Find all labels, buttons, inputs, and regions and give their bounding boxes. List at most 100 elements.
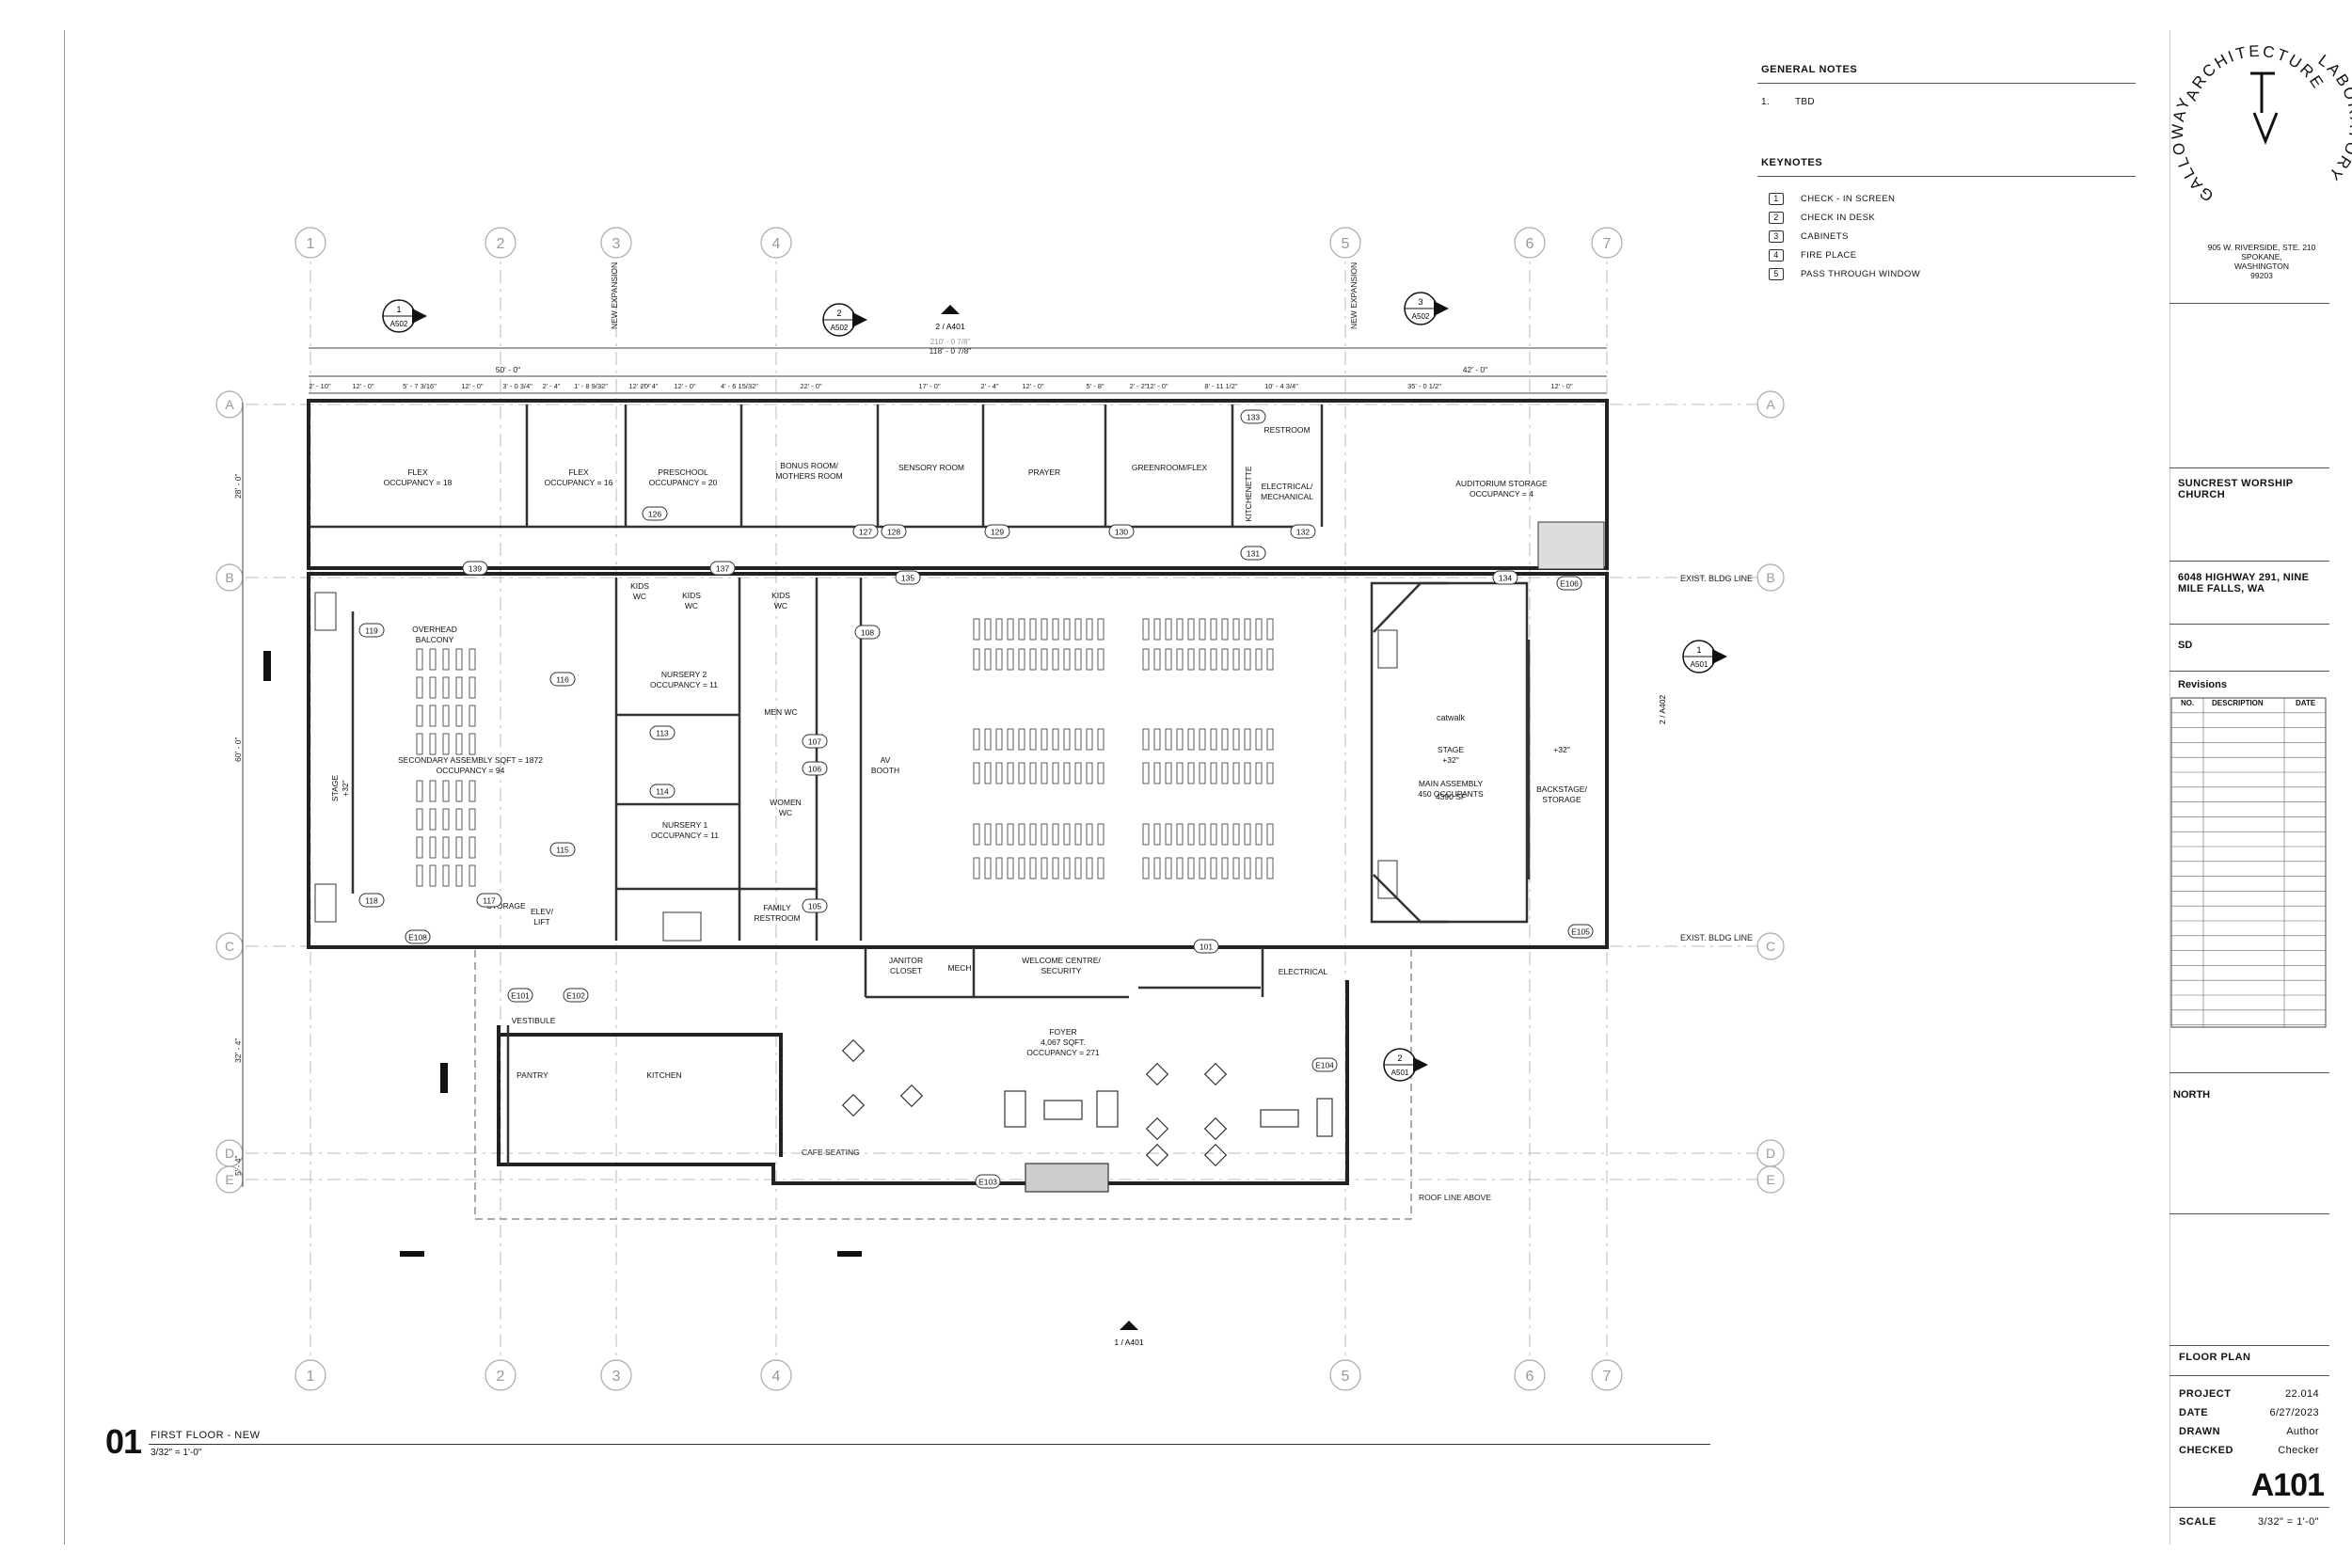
dimension-text: 10' - 4 3/4"	[1264, 382, 1298, 390]
grid-bubble	[1514, 1359, 1546, 1391]
door-tag-outline	[1556, 576, 1582, 591]
seat	[1187, 823, 1195, 846]
drawn-label: DRAWN	[2179, 1426, 2221, 1437]
seat	[1074, 618, 1082, 641]
cafe-table	[1145, 1062, 1169, 1086]
room-name: NURSERY 2	[661, 670, 707, 679]
door-tag: E103	[975, 1174, 1001, 1189]
room-name: OCCUPANCY = 271	[1026, 1048, 1100, 1057]
door-tag: 118	[358, 893, 385, 908]
revisions-col-description: DESCRIPTION	[2212, 699, 2264, 707]
dimension-text: 12' - 0"	[628, 382, 651, 390]
seat	[1244, 648, 1251, 671]
cafe-table	[899, 1084, 924, 1108]
dimension-text: 2' - 4"	[542, 382, 560, 390]
dim-overall2: 210' - 0 7/8"	[930, 338, 971, 346]
seat	[1074, 823, 1082, 846]
seat	[455, 836, 463, 859]
room-subtitle: MOTHERS ROOM	[775, 471, 842, 481]
door-tag-text: 133	[1247, 413, 1260, 422]
cafe-table	[1203, 1062, 1228, 1086]
room-name: RESTROOM	[1263, 425, 1310, 435]
grid-bubble	[485, 1359, 516, 1391]
seat	[984, 648, 992, 671]
seat	[1029, 618, 1037, 641]
grid-bubble-label: 2	[497, 1369, 505, 1385]
revisions-title: Revisions	[2178, 679, 2227, 690]
seat	[1165, 618, 1172, 641]
seat	[1029, 728, 1037, 751]
seat	[416, 808, 423, 831]
seat	[1086, 762, 1093, 784]
seat	[1221, 823, 1229, 846]
dimension-text: 8' - 11 1/2"	[1204, 382, 1238, 390]
seat	[1097, 857, 1104, 879]
door-tag: 108	[854, 625, 881, 640]
door-tag-text: 114	[656, 787, 669, 797]
room-name: AV	[881, 755, 891, 765]
door-tag-text: 107	[808, 737, 821, 747]
divider	[2169, 1072, 2329, 1073]
room-label: GREENROOM/FLEX	[1132, 463, 1208, 472]
seat	[1097, 648, 1104, 671]
door-tag: 131	[1240, 546, 1266, 561]
seat	[416, 676, 423, 699]
seat	[1232, 728, 1240, 751]
seat	[1199, 728, 1206, 751]
seat	[469, 648, 476, 671]
dimension-text: 35' - 0 1/2"	[1407, 382, 1441, 390]
seat	[429, 864, 437, 887]
room-label: KITCHEN	[646, 1070, 681, 1080]
cafe-table	[1203, 1117, 1228, 1141]
grid-bubble-label: 4	[772, 1369, 781, 1385]
grid-bubble	[1329, 1359, 1361, 1391]
seat	[1176, 648, 1184, 671]
grid-bubble	[600, 1359, 632, 1391]
drawn-value: Author	[2286, 1426, 2319, 1437]
room-subtitle: CLOSET	[890, 966, 922, 975]
dimension-text: 22' - 0"	[800, 382, 822, 390]
dimension-text: 5' - 7 3/16"	[403, 382, 437, 390]
north-label: NORTH	[2173, 1089, 2211, 1101]
dimension-text: 12' - 0"	[461, 382, 484, 390]
room-subtitle: WC	[633, 592, 646, 601]
seat	[973, 762, 980, 784]
seat	[1165, 648, 1172, 671]
room-subtitle: OCCUPANCY = 18	[384, 478, 453, 487]
room-name: VESTIBULE	[512, 1016, 556, 1025]
room-subtitle: OCCUPANCY = 11	[650, 680, 718, 689]
room-name: STORAGE	[486, 901, 526, 911]
room-name: WELCOME CENTRE/	[1022, 956, 1101, 965]
door-tag: 128	[881, 524, 907, 539]
seat	[1052, 618, 1059, 641]
room-name: PRAYER	[1028, 467, 1060, 477]
seat	[429, 648, 437, 671]
grid-bubble-label: 1	[307, 236, 315, 252]
room-name: ELEV/	[531, 907, 554, 916]
seat	[1210, 823, 1217, 846]
seat	[1007, 823, 1014, 846]
dimension-text: 12' - 0"	[1146, 382, 1168, 390]
grid-bubble-label: A	[1766, 397, 1775, 412]
door-tag-outline	[854, 625, 881, 640]
door-tag-text: 126	[648, 510, 661, 519]
seat	[442, 676, 450, 699]
dimension-text: 2' - 4"	[980, 382, 998, 390]
roof-line	[474, 950, 1412, 1220]
cafe-table	[1203, 1143, 1228, 1167]
door-tag: 135	[895, 570, 921, 585]
divider	[2169, 1213, 2329, 1214]
sheet-border-left	[64, 30, 65, 1544]
scale-label: SCALE	[2179, 1516, 2217, 1528]
room-name: STAGE	[330, 775, 340, 802]
grid-lines	[218, 243, 1769, 1373]
seat	[1153, 728, 1161, 751]
seat	[1007, 648, 1014, 671]
door-tag-text: 116	[556, 675, 569, 685]
building-section-arrow	[941, 305, 960, 314]
room-label: +32"	[1553, 745, 1569, 754]
